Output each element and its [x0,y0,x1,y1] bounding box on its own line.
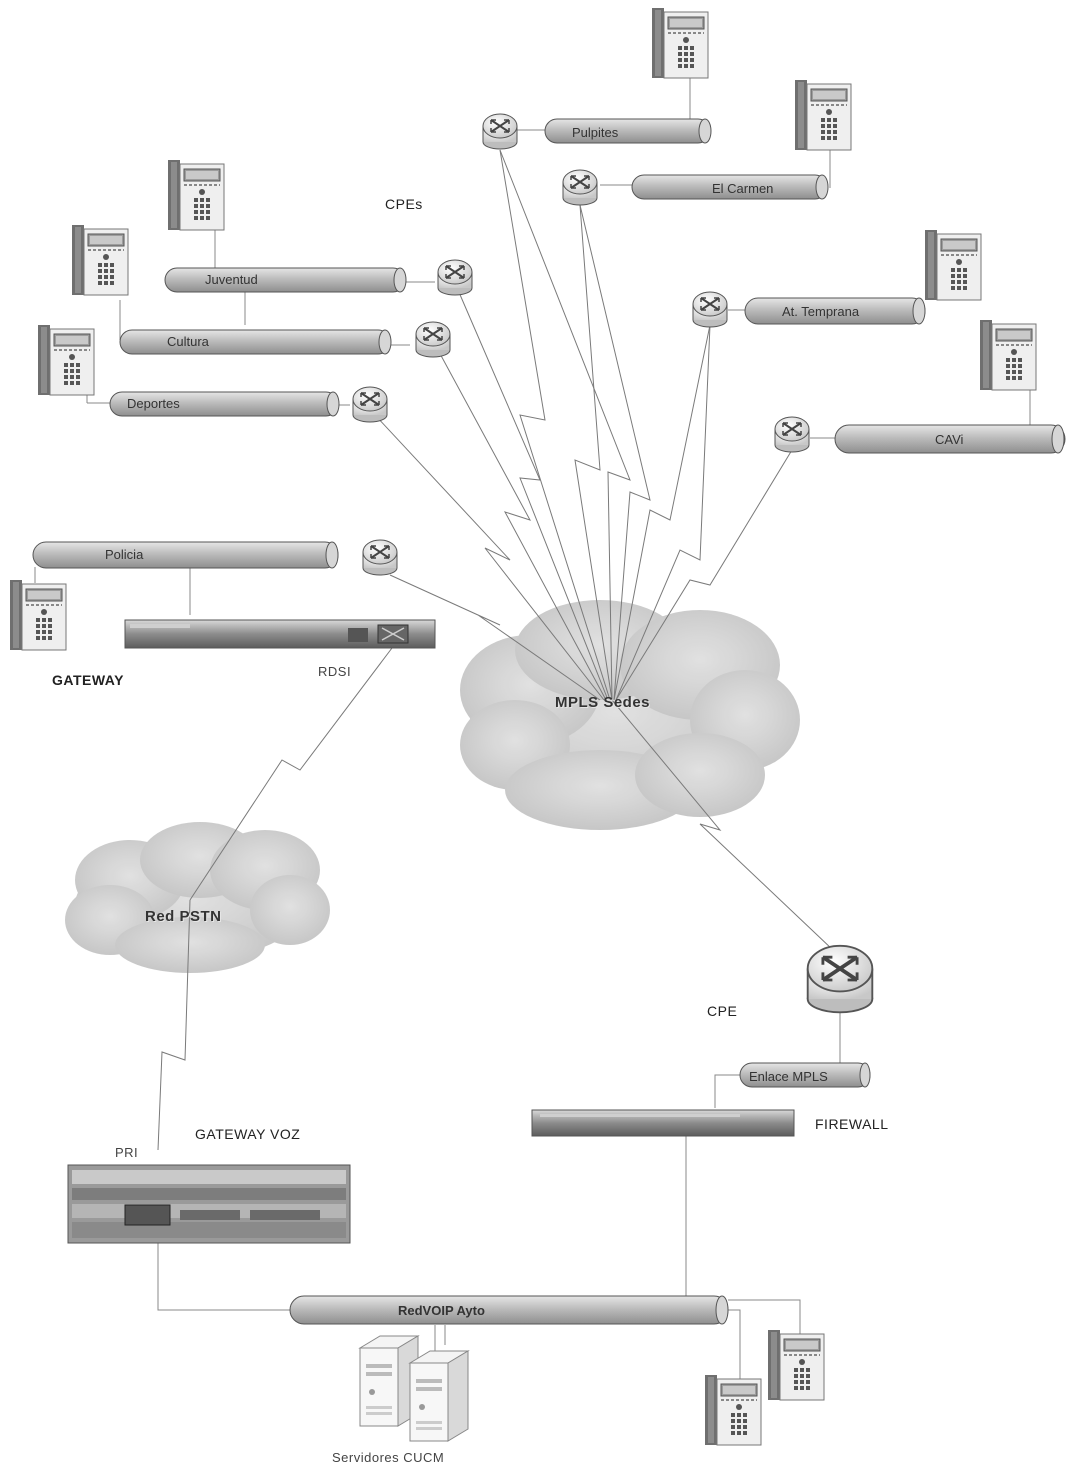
ip-phone-icon [651,7,709,79]
segment-label-cultura: Cultura [167,334,210,349]
server-icon [359,1335,419,1427]
pipe-enlace-mpls: Enlace MPLS [739,1062,871,1088]
segment-label-policia: Policia [105,547,144,562]
firewall-device-icon [531,1109,795,1137]
segment-label-el-carmen: El Carmen [712,181,773,196]
routers [352,113,875,1015]
pipe-cavi: CAVi [834,424,1066,454]
router-icon [562,169,598,206]
pipe-cultura: Cultura [119,329,392,355]
label-mpls-sedes: MPLS Sedes [555,694,651,711]
label-gateway: GATEWAY [52,672,124,688]
label-cpe: CPE [707,1003,738,1019]
ip-phone-icon [704,1374,762,1446]
router-icon [774,416,810,453]
segment-label-cavi: CAVi [935,432,964,447]
pipe-juventud: Juventud [164,267,407,293]
label-pri: PRI [115,1145,139,1160]
segment-label-deportes: Deportes [127,396,180,411]
segment-label-redvoip: RedVOIP Ayto [398,1303,485,1318]
ip-phone-icon [37,324,95,396]
pstn-cloud-icon [65,822,330,973]
router-icon [415,321,451,358]
router-icon [437,259,473,296]
ip-phone-icon [979,319,1037,391]
ip-phone-icon [9,579,67,651]
ip-phone-icon [167,159,225,231]
router-icon [692,291,728,328]
label-rdsi: RDSI [318,664,352,679]
server-icon [409,1350,469,1442]
cpe-router-icon [805,943,875,1015]
gateway-device-icon [124,619,436,649]
ip-phone-icon [71,224,129,296]
label-cpes: CPEs [385,196,423,212]
pipe-deportes: Deportes [109,391,340,417]
pipe-redvoip: RedVOIP Ayto [289,1295,729,1325]
pipe-pulpites: Pulpites [544,118,712,144]
router-icon [362,539,398,576]
segment-label-pulpites: Pulpites [572,125,619,140]
voice-gateway-device-icon [67,1164,351,1244]
label-firewall: FIREWALL [815,1116,889,1132]
segment-label-juventud: Juventud [205,272,258,287]
servers-icon [359,1335,469,1442]
ip-phone-icon [924,229,982,301]
pipe-at-temprana: At. Temprana [744,297,926,325]
segment-pipes: Pulpites El Carmen Juventud Cultura Depo… [32,118,1066,1325]
mpls-cloud-icon [460,600,800,830]
segment-label-enlace-mpls: Enlace MPLS [749,1069,828,1084]
router-icon [482,113,518,150]
ip-phone-icon [767,1329,825,1401]
label-servidores-cucm: Servidores CUCM [332,1450,445,1465]
ip-phone-icon [794,79,852,151]
segment-label-at-temprana: At. Temprana [782,304,860,319]
router-icon [352,386,388,423]
pipe-el-carmen: El Carmen [631,174,829,200]
label-red-pstn: Red PSTN [145,908,222,925]
pipe-policia: Policia [32,541,339,569]
label-gateway-voz: GATEWAY VOZ [195,1126,301,1142]
wan-links [157,149,834,1151]
